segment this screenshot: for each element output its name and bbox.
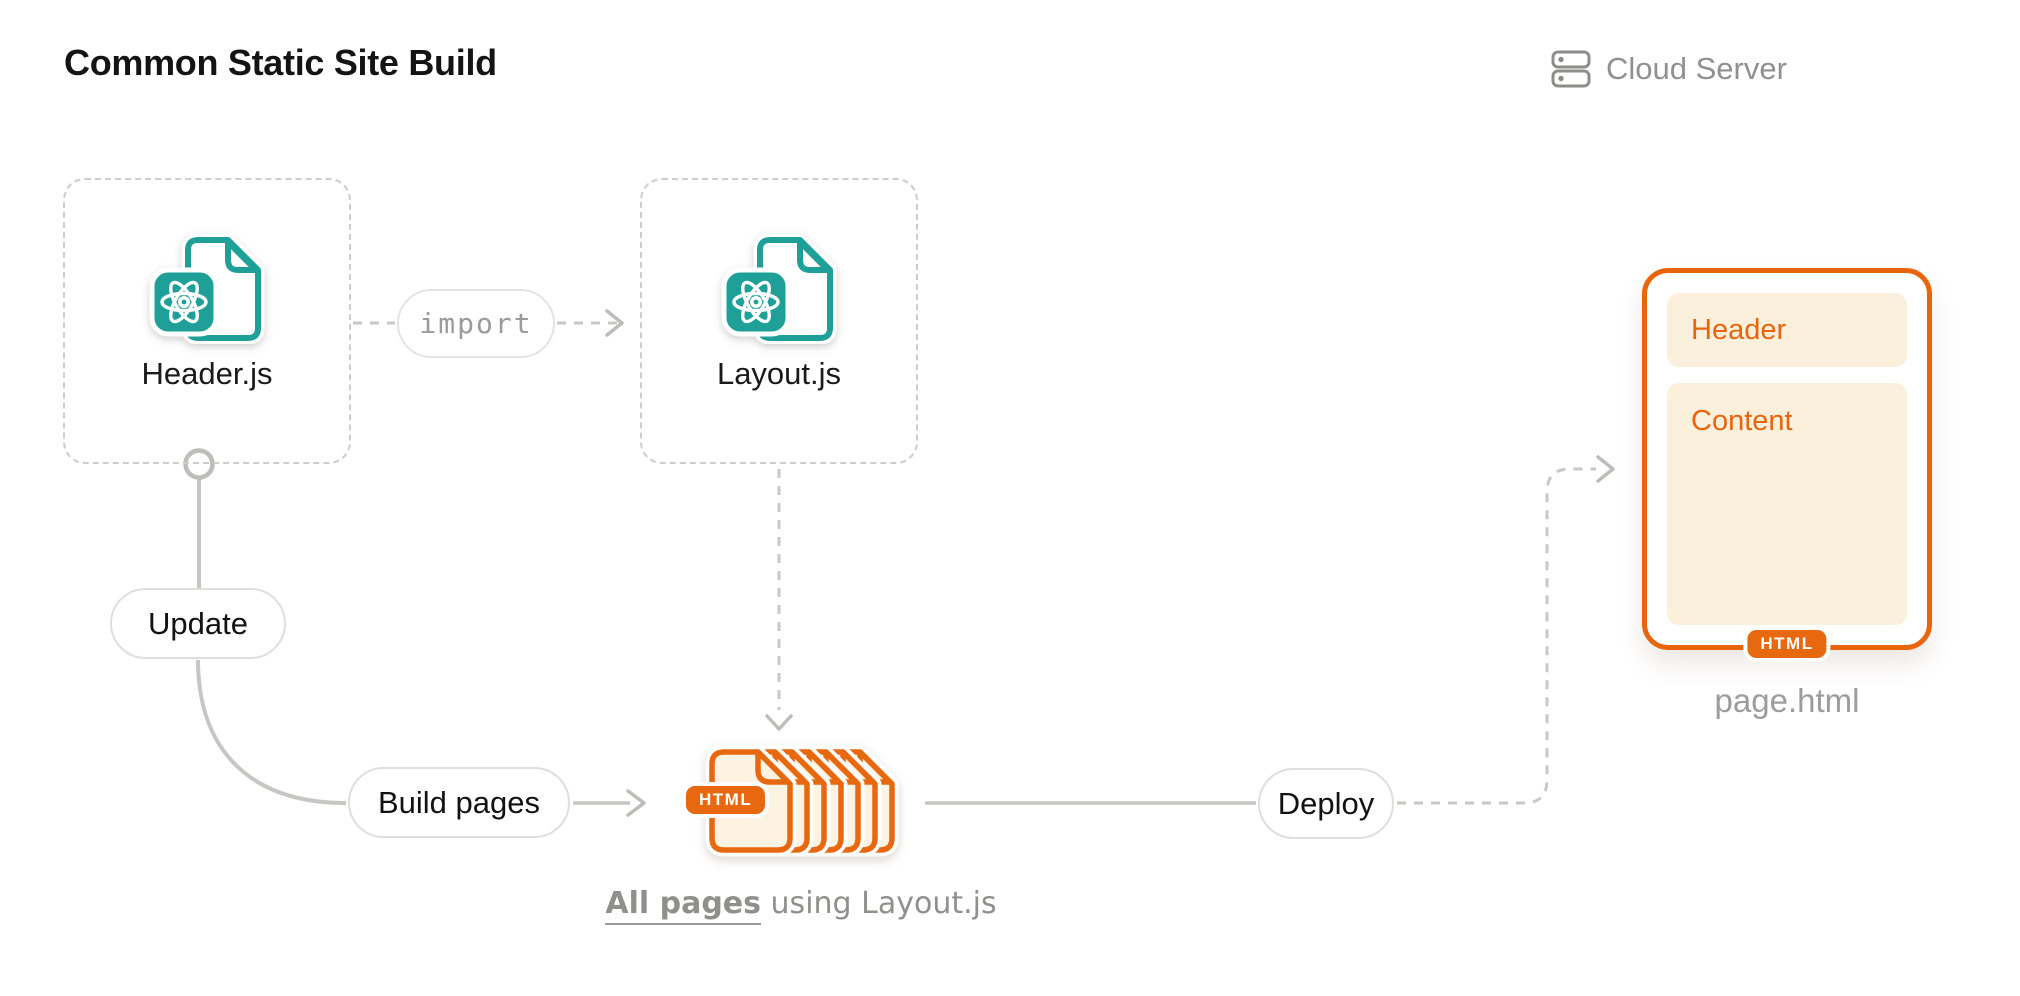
cloud-server: Cloud Server — [1550, 48, 1787, 90]
cloud-server-label: Cloud Server — [1606, 51, 1787, 86]
layoutjs-label: Layout.js — [716, 356, 842, 391]
connector-deploy-to-preview — [1397, 467, 1596, 805]
react-file-icon — [721, 234, 837, 344]
page-filename: page.html — [1714, 682, 1860, 719]
headerjs-label: Header.js — [141, 356, 273, 391]
stack-caption: All pages using Layout.js — [551, 886, 1051, 925]
arrowhead-down-icon — [765, 714, 793, 731]
preview-html-badge: HTML — [1747, 629, 1827, 658]
react-file-icon — [149, 234, 265, 344]
html-pages-stack-icon — [705, 745, 899, 857]
connector-update-to-build — [196, 659, 347, 805]
caption-rest: using Layout.js — [770, 886, 997, 921]
import-pill: import — [397, 289, 555, 358]
preview-header-block: Header — [1667, 293, 1907, 367]
html-badge: HTML — [686, 786, 766, 815]
connector-node-circle — [183, 448, 215, 480]
arrowhead-build-icon — [626, 789, 646, 817]
page-preview: Header Content HTML — [1642, 268, 1932, 658]
server-icon — [1551, 50, 1591, 88]
layoutjs-box: Layout.js — [640, 178, 918, 464]
build-pages-pill: Build pages — [348, 767, 570, 838]
caption-all-pages-link: All pages — [605, 886, 761, 925]
update-pill: Update — [110, 588, 286, 659]
page-title: Common Static Site Build — [64, 42, 497, 83]
arrowhead-preview-icon — [1596, 455, 1615, 483]
deploy-pill: Deploy — [1258, 768, 1394, 839]
preview-content-block: Content — [1667, 383, 1907, 625]
headerjs-box: Header.js — [63, 178, 351, 464]
arrowhead-import-icon — [605, 309, 624, 337]
